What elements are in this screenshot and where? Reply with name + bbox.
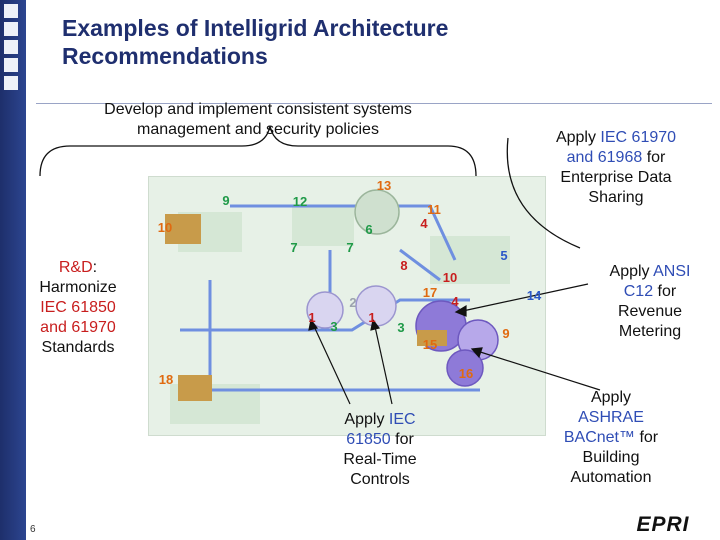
note-rd-harmonize: R&D: Harmonize IEC 61850 and 61970 Stand…	[30, 258, 126, 358]
diagram-number: 16	[459, 366, 473, 381]
diagram-number: 18	[159, 372, 173, 387]
network-line	[180, 298, 470, 332]
note-line: BACnet™ for	[563, 429, 659, 446]
note-revenue-metering: Apply ANSI C12 for Revenue Metering	[590, 262, 710, 342]
slide-title: Examples of Intelligrid Architecture Rec…	[62, 14, 582, 70]
note-line: Develop and implement consistent systems	[104, 101, 412, 118]
accent-square	[4, 58, 18, 72]
network-line	[399, 248, 441, 282]
diagram-number: 5	[500, 248, 507, 263]
title-divider	[36, 103, 712, 104]
diagram-number: 4	[420, 216, 428, 231]
equipment-icon	[165, 214, 201, 244]
accent-square	[4, 76, 18, 90]
diagram-number: 11	[427, 202, 441, 217]
arrowhead	[308, 318, 319, 331]
node-circle	[354, 189, 400, 235]
note-line: Standards	[41, 339, 115, 356]
note-line: 61850 for	[346, 431, 414, 448]
arrowhead	[454, 304, 467, 317]
note-real-time-controls: Apply IEC 61850 for Real-Time Controls	[322, 410, 438, 490]
svg-text:EPRI: EPRI	[636, 513, 689, 535]
arrow-right-mid	[457, 283, 589, 313]
note-line: Sharing	[588, 189, 644, 206]
note-line: and 61968 for	[566, 149, 666, 166]
note-security-policies: Develop and implement consistent systems…	[40, 100, 476, 140]
arrowhead	[370, 318, 381, 331]
slide-title-line1: Examples of Intelligrid Architecture	[62, 15, 449, 41]
region-mid	[292, 206, 354, 246]
arrow-bottom-right	[473, 349, 601, 391]
note-line: IEC 61850	[40, 299, 116, 316]
diagram-number: 15	[423, 337, 437, 352]
note-line: and 61970	[40, 319, 116, 336]
diagram-number: 1	[308, 310, 315, 325]
note-line: Automation	[570, 469, 652, 486]
region-right	[430, 236, 510, 284]
diagram-number: 9	[502, 326, 509, 341]
diagram-number: 6	[365, 222, 372, 237]
diagram-number: 17	[423, 285, 437, 300]
note-line: Controls	[350, 471, 410, 488]
diagram-number: 7	[290, 240, 297, 255]
note-line: Apply ANSI	[609, 263, 691, 280]
note-line: Apply IEC	[344, 411, 416, 428]
accent-square	[4, 22, 18, 36]
equipment-icon	[178, 375, 212, 401]
diagram-number: 3	[330, 319, 337, 334]
diagram-number: 3	[397, 320, 404, 335]
note-line: Harmonize	[39, 279, 117, 296]
arrowhead	[470, 347, 483, 359]
node-circle	[446, 349, 484, 387]
accent-square	[4, 4, 18, 18]
diagram-number: 4	[451, 294, 459, 309]
diagram-number: 10	[158, 220, 172, 235]
note-line: management and security policies	[137, 121, 379, 138]
epri-logo: EPRI	[636, 513, 689, 535]
network-line	[230, 204, 457, 261]
diagram-number: 12	[293, 194, 307, 209]
brace	[39, 125, 477, 177]
diagram-number: 9	[222, 193, 229, 208]
accent-square	[4, 40, 18, 54]
curve-connector	[506, 137, 581, 249]
note-line: Metering	[618, 323, 682, 340]
diagram-number: 14	[527, 288, 542, 303]
note-line: R&D:	[58, 259, 98, 276]
note-line: Apply IEC 61970	[555, 129, 677, 146]
arrow-bottom-center-1	[311, 321, 351, 405]
arrow-bottom-center-2	[373, 321, 393, 405]
note-line: Revenue	[617, 303, 683, 320]
diagram-number: 7	[346, 240, 353, 255]
left-accent-bar	[0, 0, 26, 540]
note-line: Real-Time	[343, 451, 417, 468]
node-circle	[306, 291, 344, 329]
diagram-number: 1	[368, 310, 375, 325]
diagram-number: 8	[400, 258, 407, 273]
note-line: Building	[582, 449, 640, 466]
diagram-number: 10	[443, 270, 457, 285]
page-number: 6	[30, 524, 36, 535]
note-line: Apply	[590, 389, 632, 406]
node-circle	[355, 285, 397, 327]
slide-title-line2: Recommendations	[62, 43, 268, 69]
diagram-number: 2	[349, 295, 356, 310]
note-building-automation: Apply ASHRAE BACnet™ for Building Automa…	[546, 388, 676, 488]
note-enterprise-data: Apply IEC 61970 and 61968 for Enterprise…	[526, 128, 706, 208]
note-line: C12 for	[623, 283, 677, 300]
note-line: Enterprise Data	[560, 169, 672, 186]
diagram-number: 13	[377, 178, 391, 193]
note-line: ASHRAE	[578, 409, 644, 426]
equipment-icon	[417, 330, 447, 346]
